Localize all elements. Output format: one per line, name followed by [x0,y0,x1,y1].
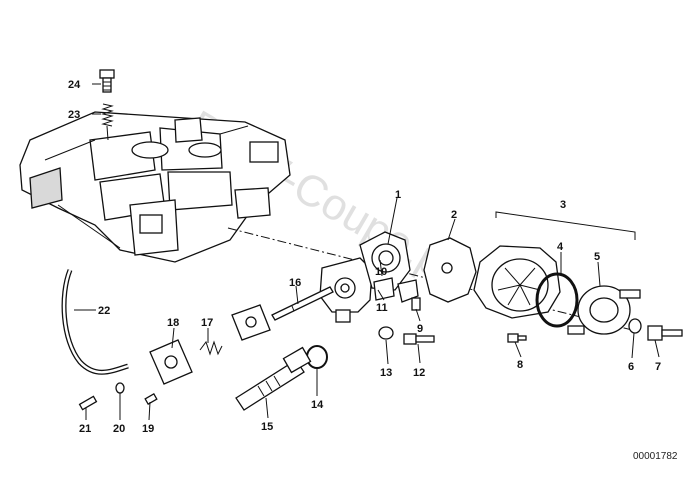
callout-3: 3 [560,199,566,211]
callout-14: 14 [311,399,324,411]
callout-22: 22 [98,305,110,317]
callout-15: 15 [261,421,273,433]
cap-5 [567,285,641,335]
callout-23: 23 [68,109,80,121]
washer-20 [115,382,125,394]
callouts: 24 23 1 2 3 4 5 6 7 8 9 10 11 12 13 14 1… [68,79,661,435]
callout-16: 16 [289,277,301,289]
callout-12: 12 [413,367,425,379]
bracket-3 [495,211,636,240]
washer-13 [378,326,394,340]
callout-5: 5 [594,251,600,263]
callout-7: 7 [655,361,661,373]
leader-lines [74,83,660,421]
heater-element-15 [235,346,312,411]
callout-8: 8 [517,359,523,371]
callout-4: 4 [557,241,564,253]
callout-11: 11 [376,302,388,314]
screw-24 [99,69,115,93]
screw-19 [144,393,158,405]
callout-20: 20 [113,423,125,435]
spring-23 [101,103,114,141]
callout-24: 24 [68,79,81,91]
screw-12 [403,333,435,345]
carburetor-body [19,111,291,263]
callout-13: 13 [380,367,392,379]
washer-6 [628,318,642,334]
flange-18 [149,304,271,385]
bolt-7 [647,325,683,341]
spring-17 [199,340,223,356]
cover-3 [473,245,561,319]
callout-18: 18 [167,317,179,329]
callout-6: 6 [628,361,634,373]
callout-19: 19 [142,423,154,435]
choke-housing [319,231,419,323]
seal-ring-14 [306,345,328,369]
o-ring-4 [535,272,579,328]
callout-21: 21 [79,423,91,435]
screw-21 [78,395,98,411]
pin-9 [411,297,421,311]
callout-1: 1 [395,189,401,201]
callout-9: 9 [417,323,423,335]
gasket-2 [423,237,477,303]
screw-8 [507,333,527,343]
hose-22 [61,269,129,375]
callout-17: 17 [201,317,213,329]
diagram-code: 00001782 [633,451,678,462]
callout-10: 10 [375,266,387,278]
shaft-16 [271,286,334,321]
callout-2: 2 [451,209,457,221]
